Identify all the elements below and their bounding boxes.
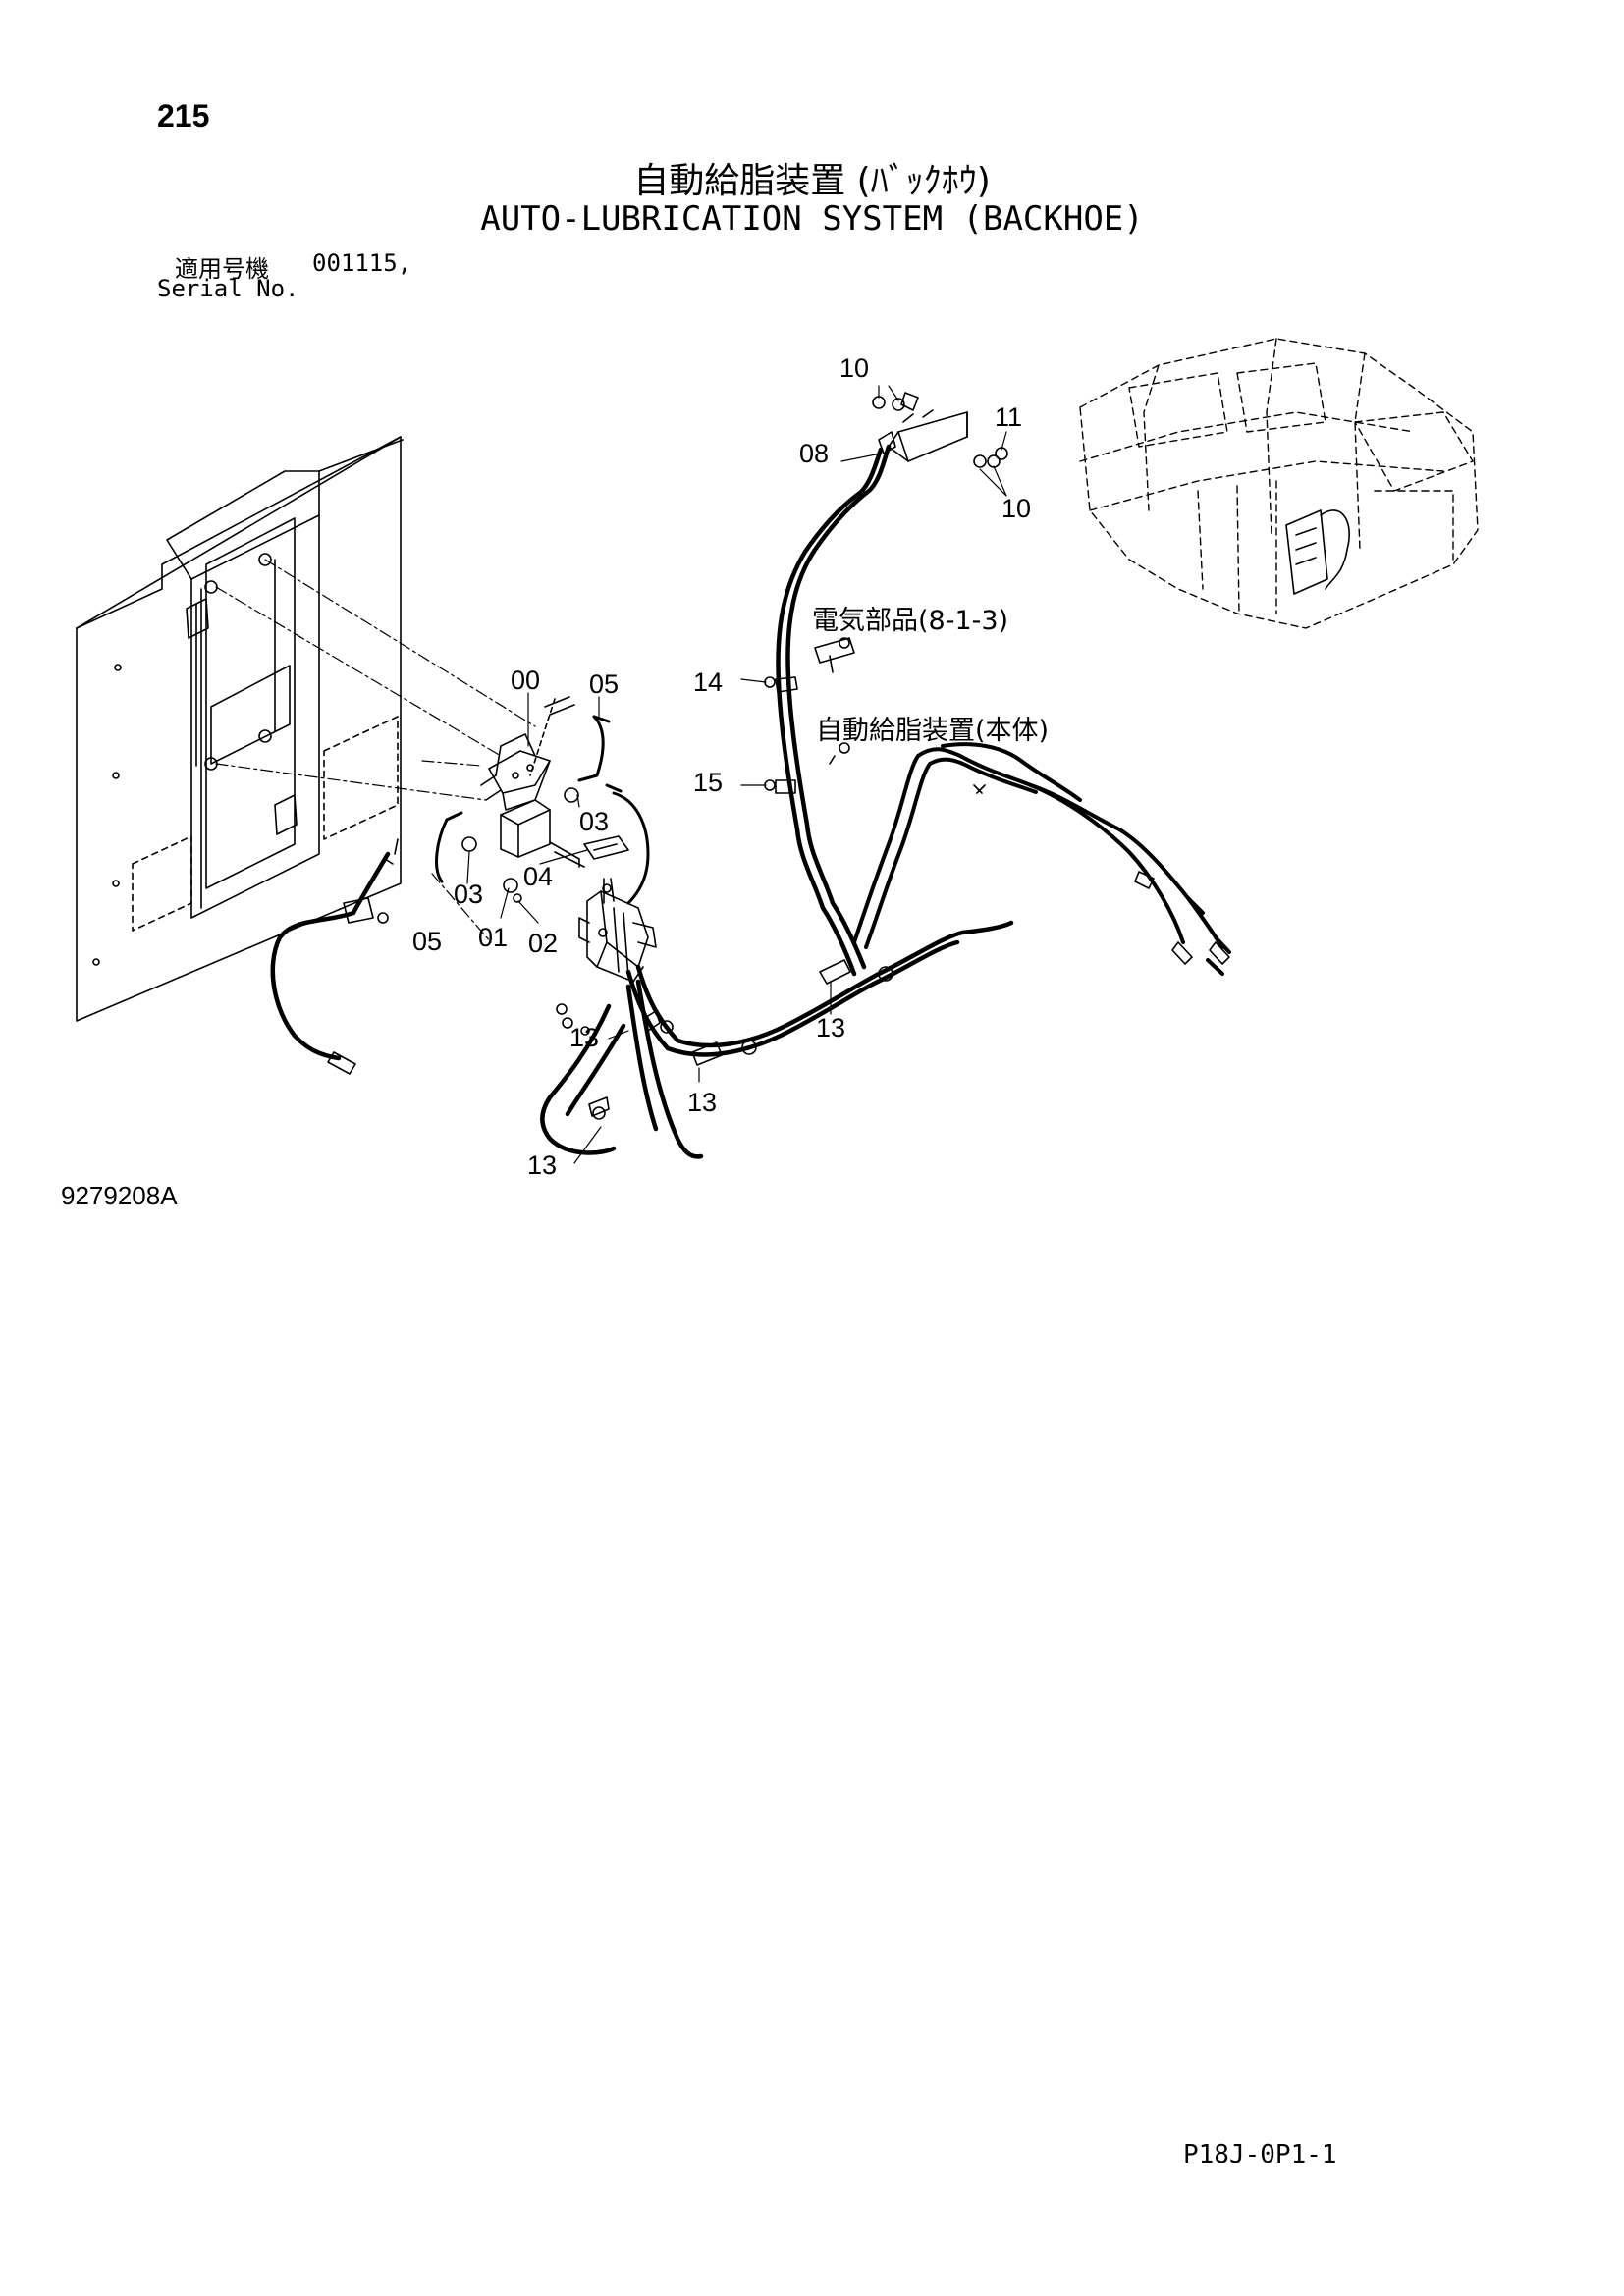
machine-overview (1080, 339, 1478, 628)
harness-branch-right (854, 744, 1229, 974)
callout-03-right: 03 (579, 807, 610, 836)
machine-lube-unit-highlight (1286, 510, 1349, 594)
callout-15: 15 (693, 768, 724, 797)
grease-pump-unit (579, 879, 656, 982)
alignment-lines (216, 560, 535, 942)
panel-cable (273, 839, 398, 1074)
serial-label-japanese: 適用号機 (175, 255, 269, 283)
junction-block (873, 393, 1007, 467)
pipe-05-lower (437, 813, 461, 881)
title-english: AUTO-LUBRICATION SYSTEM (BACKHOE) (480, 199, 1144, 239)
main-harness (542, 923, 1011, 1156)
callout-13-right: 13 (816, 1013, 846, 1042)
callout-11: 11 (995, 402, 1023, 432)
callout-08: 08 (799, 439, 830, 468)
callout-05-bottom: 05 (412, 927, 443, 956)
callout-13-center: 13 (687, 1088, 718, 1117)
callout-01: 01 (478, 923, 509, 952)
tube-to-pump (607, 785, 648, 903)
callout-03-left: 03 (454, 880, 484, 909)
mounting-panel (77, 437, 403, 1021)
title-japanese: 自動給脂装置 (ﾊﾞｯｸﾎｳ) (633, 161, 991, 201)
fitting-01-02 (504, 842, 584, 902)
reference-auto-lube-unit: 自動給脂装置(本体) (816, 716, 1050, 746)
page-number: 215 (157, 98, 210, 133)
serial-value: 001115, (312, 249, 412, 277)
callout-00: 00 (511, 666, 541, 695)
electrical-bracket (815, 638, 854, 672)
auto-lube-bolt (830, 743, 849, 764)
callout-13-left: 13 (569, 1023, 600, 1052)
clamps-13 (589, 960, 893, 1119)
fitting-04 (584, 836, 628, 859)
pump-bolts (557, 884, 611, 1035)
callout-04: 04 (523, 862, 554, 891)
callout-05-top: 05 (589, 669, 620, 699)
pipe-05-upper (579, 717, 609, 780)
page-code: P18J-0P1-1 (1183, 2140, 1337, 2169)
serial-label-english: Serial No. (157, 275, 299, 302)
leader-lines (467, 386, 1006, 1163)
callout-14: 14 (693, 667, 724, 697)
callout-10-bottom: 10 (1001, 494, 1032, 523)
fitting-03 (462, 788, 578, 851)
reference-electrical-parts: 電気部品(8-1-3) (812, 606, 1009, 636)
callout-02: 02 (528, 929, 559, 958)
callout-10-top: 10 (839, 353, 870, 383)
callout-13-bottom: 13 (527, 1150, 558, 1180)
harness-end-connectors (974, 785, 1229, 964)
drawing-number: 9279208A (61, 1181, 178, 1210)
distributor-block (481, 697, 574, 857)
